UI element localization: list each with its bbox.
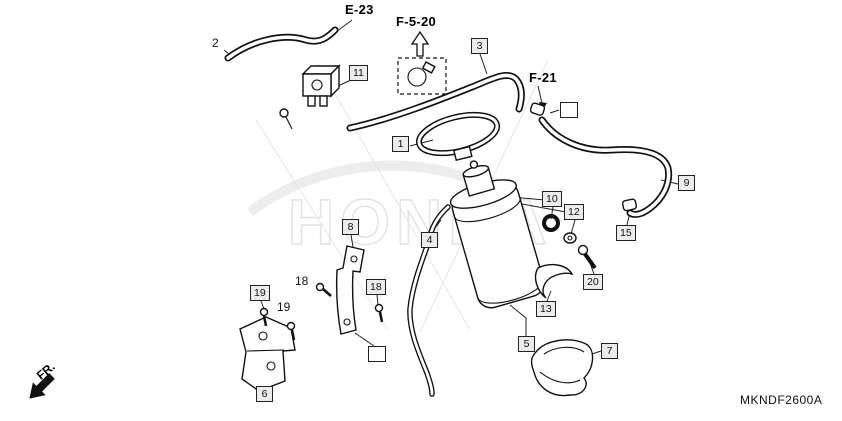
diagram-code: MKNDF2600A	[740, 393, 823, 407]
ref-label-e23[interactable]: E-23	[345, 2, 374, 17]
bolt-icon	[279, 108, 293, 130]
callout-10[interactable]: 10	[542, 191, 562, 207]
bolt-19b-icon	[286, 321, 296, 341]
clip-f21	[529, 102, 546, 116]
connector-box-bottom	[368, 346, 386, 362]
ref-label-f21[interactable]: F-21	[529, 70, 557, 85]
cover-7	[530, 339, 594, 397]
callout-20[interactable]: 20	[583, 274, 603, 290]
callout-5[interactable]: 5	[518, 336, 535, 352]
ref-label-f520[interactable]: F-5-20	[396, 14, 437, 29]
washer-12	[563, 232, 577, 244]
callout-plain-2[interactable]: 2	[212, 36, 219, 50]
bracket-8	[335, 245, 365, 335]
connector-box-top	[560, 102, 578, 118]
bolt-18-icon	[315, 282, 332, 297]
f520-detail	[397, 30, 447, 95]
rubber-13	[534, 263, 574, 299]
callout-12[interactable]: 12	[564, 204, 584, 220]
callout-15[interactable]: 15	[616, 225, 636, 241]
callout-19[interactable]: 19	[250, 285, 270, 301]
band-1	[415, 111, 501, 162]
clamp-icon	[407, 61, 436, 87]
callout-4[interactable]: 4	[421, 232, 438, 248]
bolt-20-icon	[577, 244, 597, 270]
solenoid-valve-11	[279, 64, 341, 130]
callout-18[interactable]: 18	[366, 279, 386, 295]
bolt-18b-icon	[374, 303, 384, 323]
callout-6[interactable]: 6	[256, 386, 273, 402]
callout-7[interactable]: 7	[601, 343, 618, 359]
bracket-6	[239, 316, 296, 392]
callout-1[interactable]: 1	[392, 136, 409, 152]
f520-arrow-up-icon	[410, 30, 430, 57]
callout-8[interactable]: 8	[342, 219, 359, 235]
bolt-19-icon	[259, 307, 269, 327]
callout-plain-18[interactable]: 18	[295, 274, 309, 288]
callout-9[interactable]: 9	[678, 175, 695, 191]
callout-11[interactable]: 11	[349, 65, 368, 81]
callout-13[interactable]: 13	[536, 301, 556, 317]
grommet-10	[542, 214, 560, 232]
callout-plain-19[interactable]: 19	[277, 300, 291, 314]
hose-2	[224, 26, 339, 62]
clip-15	[621, 198, 638, 212]
canister-5	[449, 160, 545, 309]
fr-arrow-icon	[29, 373, 55, 399]
callout-3[interactable]: 3	[471, 38, 488, 54]
